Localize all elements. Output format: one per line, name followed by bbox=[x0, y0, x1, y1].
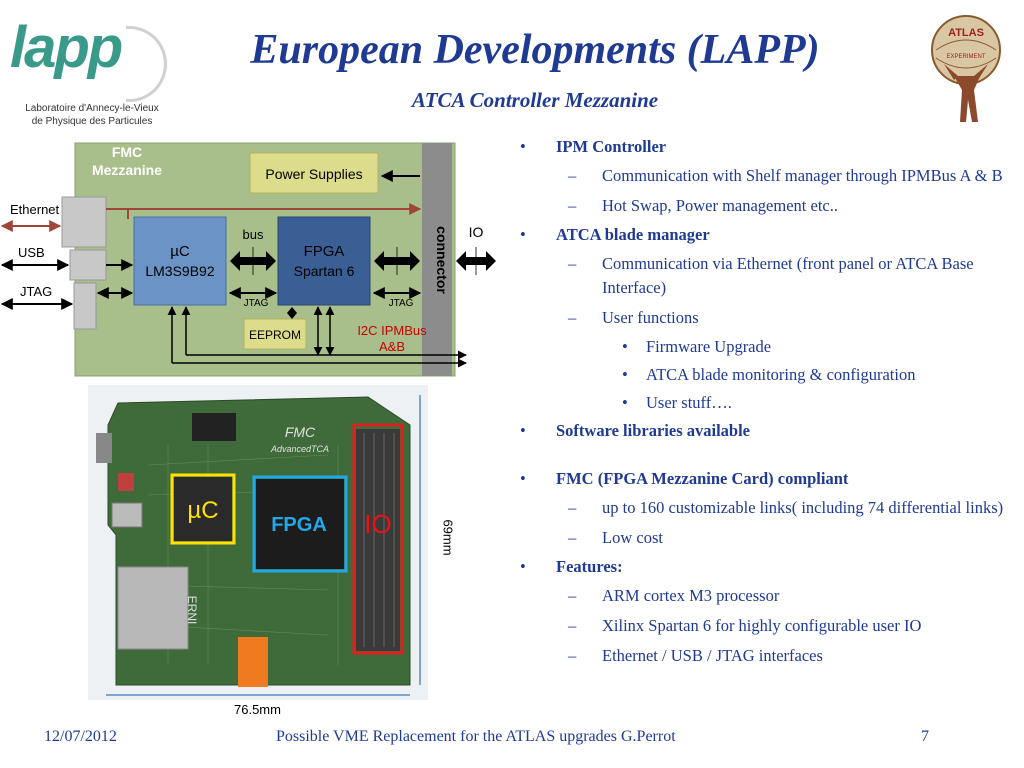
bullet-user-stuff: User stuff…. bbox=[520, 392, 1015, 414]
red-switch bbox=[118, 473, 134, 491]
header-connector bbox=[192, 413, 236, 441]
bullet-blade-manager: ATCA blade manager bbox=[520, 224, 1015, 246]
fpga-label-line1: FPGA bbox=[304, 243, 345, 260]
pin-header bbox=[96, 433, 112, 463]
jtag-jack bbox=[73, 282, 97, 330]
fpga-chip bbox=[256, 479, 344, 569]
lapp-logo-subtitle: Laboratoire d'Annecy-le-Vieux de Physiqu… bbox=[12, 102, 172, 128]
bullet-firmware-upgrade: Firmware Upgrade bbox=[520, 336, 1015, 358]
photo-io-label: IO bbox=[364, 509, 391, 539]
uc-label-line1: µC bbox=[170, 243, 190, 260]
usb-jack bbox=[69, 249, 107, 281]
power-supplies-box bbox=[249, 152, 379, 194]
bullet-fmc-links: up to 160 customizable links( including … bbox=[520, 496, 1015, 520]
io-connector bbox=[356, 429, 400, 651]
bullet-blade-monitoring: ATCA blade monitoring & configuration bbox=[520, 364, 1015, 386]
bus-label: bus bbox=[243, 227, 264, 242]
atlas-logo: ATLAS EXPERIMENT bbox=[931, 15, 1001, 122]
bullet-blade-ethernet: Communication via Ethernet (front panel … bbox=[520, 252, 1015, 300]
height-dimension-label: 69mm bbox=[440, 519, 456, 556]
fmc-silkscreen: FMC bbox=[285, 424, 316, 440]
io-label: IO bbox=[469, 224, 484, 240]
ethernet-jack bbox=[61, 196, 107, 248]
connector-label: connector bbox=[434, 226, 450, 294]
ethernet-label: Ethernet bbox=[10, 202, 60, 217]
bullet-list: IPM Controller Communication with Shelf … bbox=[520, 136, 1015, 674]
bullet-features: Features: bbox=[520, 556, 1015, 578]
lapp-logo-arc bbox=[126, 26, 167, 102]
eeprom-label: EEPROM bbox=[249, 328, 301, 342]
slide-subtitle: ATCA Controller Mezzanine bbox=[411, 88, 659, 112]
i2c-label-line1: I2C IPMBus bbox=[357, 323, 427, 338]
lapp-logo-word: lapp bbox=[10, 15, 123, 80]
jtag-small-label-2: JTAG bbox=[389, 298, 414, 309]
bullet-software-libraries: Software libraries available bbox=[520, 420, 1015, 442]
erni-label: ERNI bbox=[185, 596, 199, 625]
fpga-block bbox=[277, 216, 371, 306]
jtag-left-label: JTAG bbox=[20, 284, 52, 299]
i2c-label-line2: A&B bbox=[379, 339, 405, 354]
block-diagram: FMC Mezzanine connector Power Supplies E… bbox=[0, 142, 496, 377]
orange-connector bbox=[238, 637, 268, 687]
width-dimension-label: 76.5mm bbox=[234, 702, 281, 717]
bullet-feature-arm: ARM cortex M3 processor bbox=[520, 584, 1015, 608]
bullet-feature-xilinx: Xilinx Spartan 6 for highly configurable… bbox=[520, 614, 1015, 638]
power-supplies-label: Power Supplies bbox=[265, 166, 362, 182]
uc-chip bbox=[174, 477, 232, 541]
connector-bar bbox=[422, 143, 452, 376]
fpga-label-line2: Spartan 6 bbox=[294, 263, 355, 279]
uc-block bbox=[133, 216, 227, 306]
jtag-small-label-1: JTAG bbox=[244, 298, 269, 309]
usb-label: USB bbox=[18, 245, 45, 260]
lapp-logo-subtitle-line2: de Physique des Particules bbox=[31, 116, 153, 127]
advancedtca-silkscreen: AdvancedTCA bbox=[270, 444, 329, 454]
bullet-user-functions: User functions bbox=[520, 306, 1015, 330]
footer-title: Possible VME Replacement for the ATLAS u… bbox=[276, 728, 676, 745]
fpga-highlight bbox=[252, 475, 348, 573]
photo-uc-label: µC bbox=[187, 497, 218, 524]
ethernet-port bbox=[117, 566, 189, 650]
atlas-logo-sub: EXPERIMENT bbox=[946, 54, 985, 60]
bullet-ipm-controller: IPM Controller bbox=[520, 136, 1015, 158]
lapp-logo-subtitle-line1: Laboratoire d'Annecy-le-Vieux bbox=[25, 103, 159, 114]
eeprom-box bbox=[243, 318, 307, 350]
board-title-mezzanine: Mezzanine bbox=[92, 162, 162, 178]
footer-page-number: 7 bbox=[921, 728, 929, 745]
slide-title: European Developments (LAPP) bbox=[250, 27, 820, 73]
usb-port bbox=[111, 502, 143, 528]
bullet-feature-interfaces: Ethernet / USB / JTAG interfaces bbox=[520, 644, 1015, 668]
bullet-ipm-hotswap: Hot Swap, Power management etc.. bbox=[520, 194, 1015, 218]
io-highlight bbox=[352, 423, 404, 655]
board-photo: ERNI µC FPGA IO FMC AdvancedTCA bbox=[88, 385, 428, 700]
board-title-fmc: FMC bbox=[112, 144, 142, 160]
bullet-fmc-low-cost: Low cost bbox=[520, 526, 1015, 550]
atlas-logo-text: ATLAS bbox=[948, 27, 984, 39]
uc-label-line2: LM3S9B92 bbox=[145, 263, 214, 279]
bullet-fmc-compliant: FMC (FPGA Mezzanine Card) compliant bbox=[520, 468, 1015, 490]
bullet-ipm-shelf: Communication with Shelf manager through… bbox=[520, 164, 1015, 188]
footer-date: 12/07/2012 bbox=[44, 728, 117, 745]
photo-fpga-label: FPGA bbox=[271, 514, 327, 536]
uc-highlight bbox=[170, 473, 236, 545]
lapp-logo bbox=[8, 12, 168, 130]
